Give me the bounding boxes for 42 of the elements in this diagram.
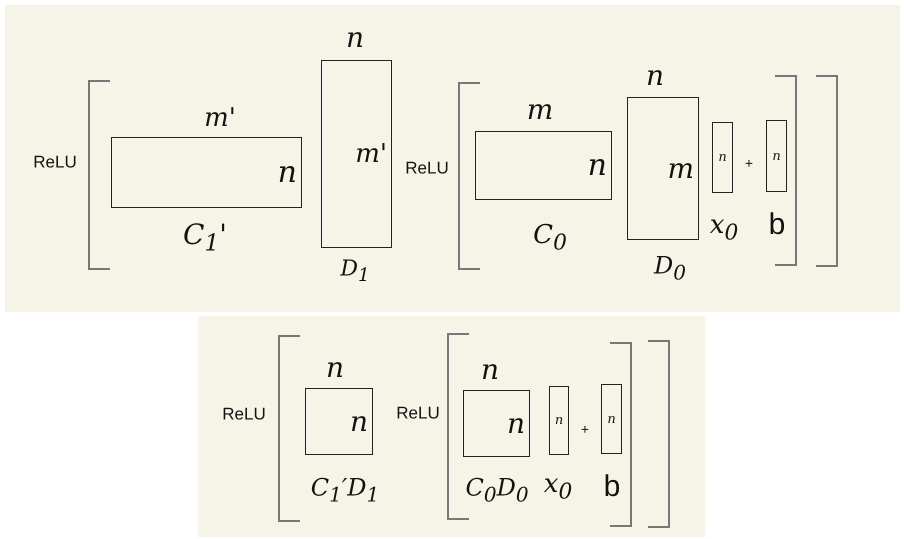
operator-sign: + — [580, 422, 590, 436]
vector-name: b — [768, 210, 786, 240]
dimension-label: n — [326, 354, 344, 382]
vector-name: x$_{0}$ — [544, 471, 572, 503]
vector-box — [601, 384, 622, 454]
function-label: ReLU — [222, 406, 266, 422]
matrix-box — [111, 137, 302, 208]
function-label: ReLU — [33, 154, 77, 170]
dimension-label: n — [506, 410, 525, 438]
dimension-label: n — [607, 412, 616, 426]
dimension-label: m — [526, 96, 554, 124]
dimension-label: m — [667, 154, 694, 182]
matrix-name: C$_{1}$' — [183, 221, 227, 255]
dimension-label: n — [718, 151, 727, 164]
matrix-name: C$_{0}$ — [533, 222, 567, 254]
matrix-box — [321, 60, 392, 248]
vector-box — [766, 120, 787, 192]
dimension-label: m' — [204, 105, 236, 131]
dimension-label: m' — [355, 141, 387, 167]
vector-box — [549, 386, 569, 455]
matrix-name: D$_{1}$ — [340, 258, 370, 286]
dimension-label: n — [588, 150, 607, 180]
function-label: ReLU — [396, 404, 440, 422]
matrix-name: C$_{0}$D$_{0}$ — [465, 476, 529, 504]
dimension-label: n — [646, 62, 664, 90]
matrix-name: D$_{0}$ — [654, 254, 686, 282]
dimension-label: n — [350, 408, 368, 436]
dimension-label: n — [346, 24, 364, 52]
matrix-name: C$_{1}$′D$_{1}$ — [310, 476, 380, 504]
dimension-label: n — [772, 150, 781, 162]
vector-name: x$_{0}$ — [710, 212, 738, 244]
dimension-label: n — [554, 414, 564, 427]
vector-box — [712, 122, 733, 193]
vector-name: b — [604, 472, 620, 502]
matrix-box — [627, 97, 699, 240]
matrix-box — [305, 388, 373, 455]
matrix-box — [463, 390, 530, 457]
dimension-label: n — [278, 158, 297, 188]
dimension-label: n — [480, 356, 500, 384]
function-label: ReLU — [405, 160, 449, 176]
operator-sign: + — [744, 156, 754, 170]
matrix-box — [475, 131, 612, 200]
